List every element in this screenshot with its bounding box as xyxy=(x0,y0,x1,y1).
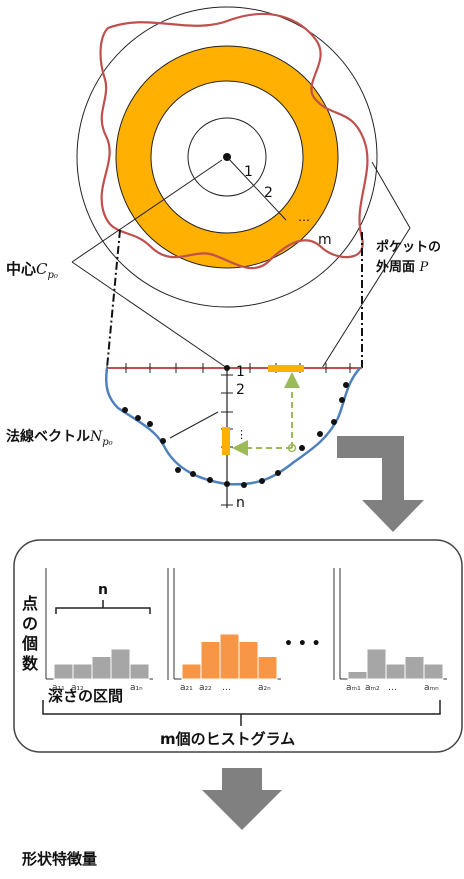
histogram-2-bin-label: a₂₁ xyxy=(180,683,193,693)
profile-view xyxy=(105,363,362,508)
center-label: 中心Cp₀ xyxy=(6,258,58,281)
ring-label-m: m xyxy=(318,232,332,248)
histogram-1-bin-label: a₁₁ xyxy=(52,683,65,693)
histogram-2-bar xyxy=(257,656,278,680)
depth-label-1: 1 xyxy=(236,364,245,380)
histogram-1-bin-label: a₁₂ xyxy=(71,683,84,693)
down-arrow xyxy=(202,768,282,830)
normal-label: 法線ベクトルNp₀ xyxy=(6,426,113,448)
profile-points xyxy=(122,365,349,488)
histogram-2-bar xyxy=(238,641,259,680)
histogram-1-bar xyxy=(129,663,150,680)
pocket-outline xyxy=(99,12,369,270)
depth-label-vdots: ⋮ xyxy=(236,428,247,441)
center-leader xyxy=(71,159,223,263)
center-label-text: 中心 xyxy=(6,260,37,278)
histogram-1-bar xyxy=(72,663,93,680)
histogram-3-bar xyxy=(366,648,387,680)
histogram-3-bin-label: … xyxy=(388,683,397,693)
outer-circle xyxy=(76,6,378,308)
ring-label-2: 2 xyxy=(264,185,273,201)
center-symbol: Cp₀ xyxy=(36,260,58,281)
inner-circle xyxy=(187,117,267,197)
histogram-3-bin-label: aₘ₁ xyxy=(346,683,361,693)
histogram-1-bin-label: … xyxy=(94,683,103,693)
sample-point-ring xyxy=(287,443,297,453)
depth-label-n: n xyxy=(236,495,245,511)
bend-arrow xyxy=(337,436,424,532)
histogram-1-bin-label: a₁ₙ xyxy=(130,683,143,693)
histogram-y-label: 点 の 個 数 xyxy=(22,594,39,673)
surface-bin-highlight xyxy=(268,365,304,372)
histogram-3-bar xyxy=(347,671,368,680)
histogram-2-bar xyxy=(219,633,240,680)
ring-label-ellipsis: … xyxy=(298,210,310,224)
histogram-area: a₁₁ a₁₂ … a₁ₙ a₂₁ a₂₂ … a₂ₙ aₘ₁ aₘ₂ … aₘₙ xyxy=(45,568,447,693)
histogram-2-bin-label: … xyxy=(222,683,231,693)
histogram-ellipsis: • • • xyxy=(284,636,321,652)
histogram-caption: m個のヒストグラム xyxy=(160,730,296,748)
pocket-label: ポケットの 外周面 P xyxy=(376,238,441,278)
depth-label-2: 2 xyxy=(236,382,245,398)
pocket-label-line1: ポケットの xyxy=(376,240,442,255)
top-view xyxy=(71,6,411,308)
normal-leader xyxy=(169,411,219,439)
projection-lines xyxy=(71,227,411,369)
histogram-2-bar xyxy=(181,663,202,680)
profile-curve xyxy=(105,367,361,486)
histogram-1-bar xyxy=(53,663,74,680)
histogram-2-bar xyxy=(200,641,221,680)
ring-ray xyxy=(226,156,287,221)
histogram-x-label: 深さの区間 xyxy=(48,687,124,705)
normal-symbol: Np₀ xyxy=(90,429,113,448)
pocket-symbol: P xyxy=(419,260,429,275)
histogram-3-bar xyxy=(404,656,425,680)
histogram-3-bin-label: aₘₙ xyxy=(424,683,439,693)
orange-ring xyxy=(115,45,339,269)
ring-label-1: 1 xyxy=(244,164,253,180)
pocket-label-line2: 外周面 xyxy=(376,260,416,275)
histogram-3-bar xyxy=(423,663,444,680)
output-feature-label: 形状特徴量 xyxy=(22,850,98,868)
bracket-n xyxy=(55,600,151,614)
histogram-1-bar xyxy=(91,656,112,680)
histogram-3-bar xyxy=(385,663,406,680)
depth-bin-highlight xyxy=(222,427,230,455)
normal-label-text: 法線ベクトル xyxy=(6,429,90,445)
bracket-n-label: n xyxy=(98,582,108,598)
histogram-2-bin-label: a₂₂ xyxy=(199,683,212,693)
histogram-2-bin-label: a₂ₙ xyxy=(258,683,271,693)
brace-m xyxy=(42,700,441,726)
histogram-1-bar xyxy=(110,648,131,680)
pocket-leader xyxy=(371,161,411,229)
histogram-3-bin-label: aₘ₂ xyxy=(365,683,380,693)
